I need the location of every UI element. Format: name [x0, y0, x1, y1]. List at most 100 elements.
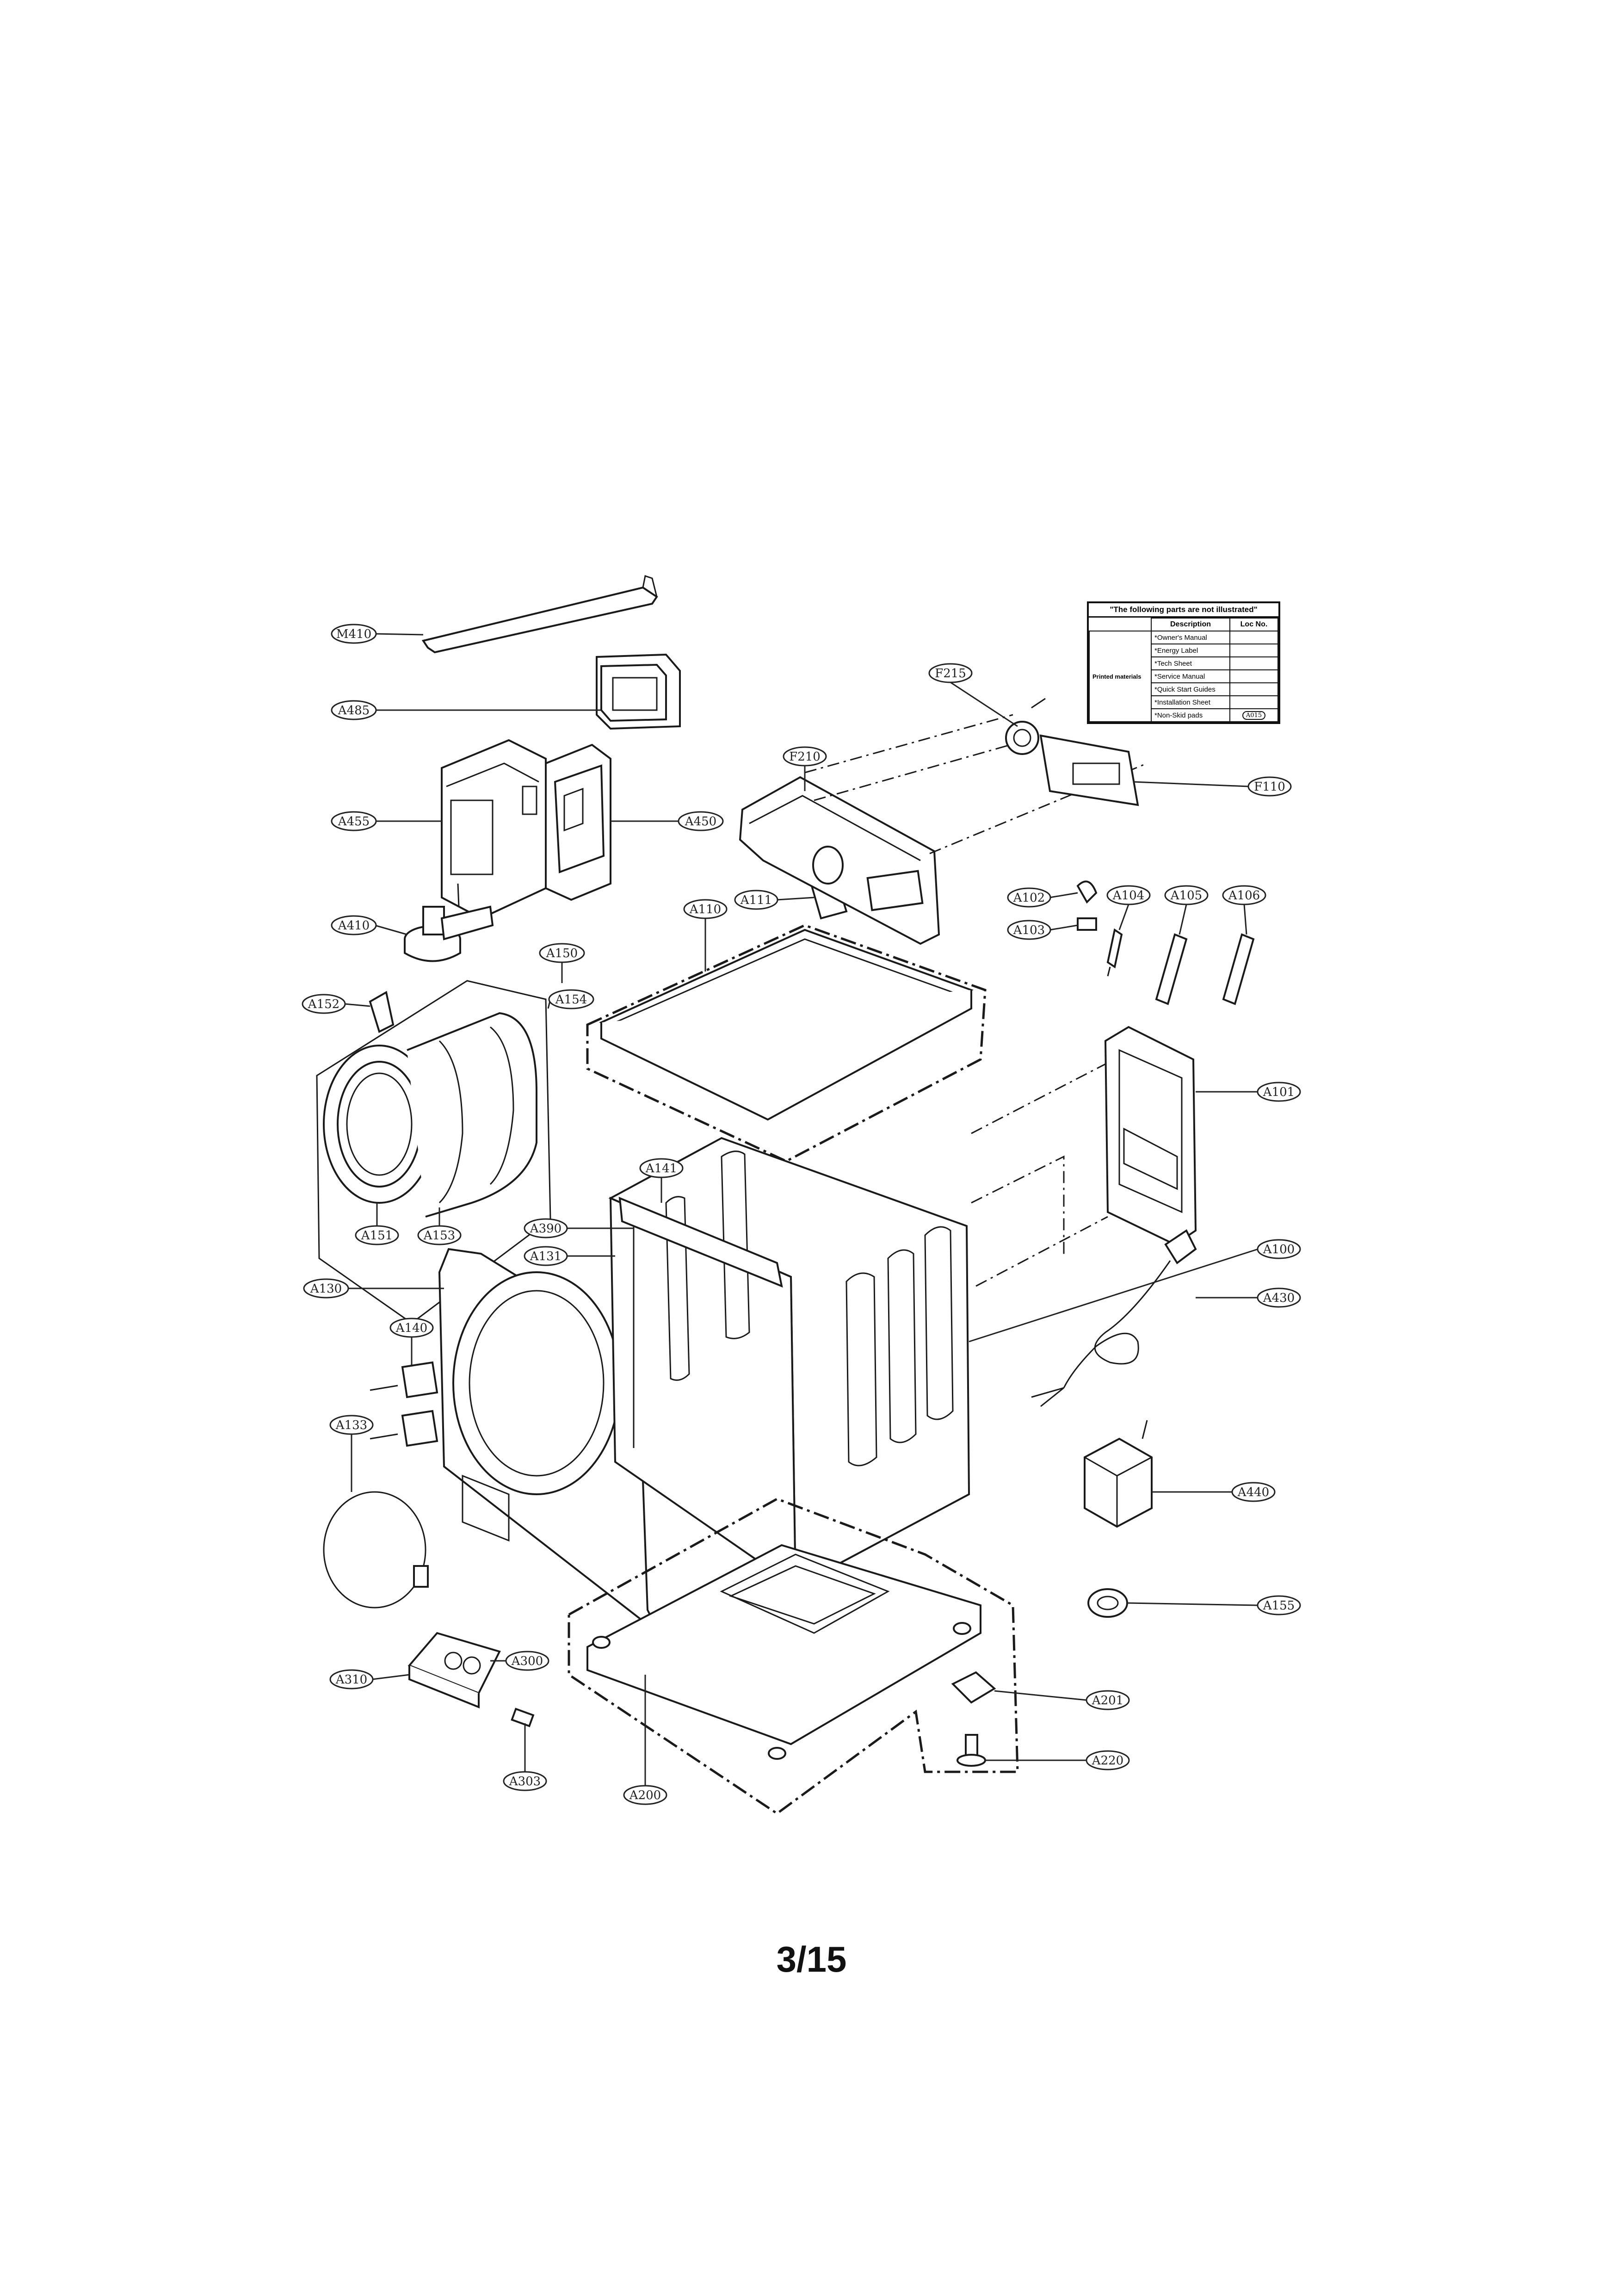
- svg-text:A303: A303: [509, 1775, 541, 1789]
- leader-lines: [344, 633, 1259, 1786]
- svg-text:A201: A201: [1092, 1694, 1123, 1708]
- svg-text:A106: A106: [1228, 889, 1260, 903]
- svg-text:A151: A151: [361, 1229, 393, 1243]
- callout-f110: F110: [1247, 776, 1292, 797]
- callout-f210: F210: [783, 746, 827, 767]
- callout-a151: A151: [355, 1225, 399, 1245]
- a130-front-panel: [438, 1248, 654, 1620]
- svg-text:A131: A131: [530, 1250, 562, 1263]
- legend-group-header: [1089, 618, 1152, 631]
- callout-a485: A485: [331, 700, 377, 720]
- svg-text:A390: A390: [530, 1222, 562, 1236]
- callout-a111: A111: [734, 890, 778, 910]
- a150-tub-assembly: [316, 980, 551, 1324]
- callout-a450: A450: [678, 811, 724, 831]
- a200-base: [568, 1498, 1019, 1815]
- callout-a303: A303: [503, 1771, 547, 1791]
- svg-text:A150: A150: [546, 947, 578, 960]
- svg-text:A152: A152: [308, 997, 339, 1011]
- page-number: 3/15: [776, 1939, 847, 1980]
- svg-text:A485: A485: [338, 704, 370, 718]
- not-illustrated-parts-legend: "The following parts are not illustrated…: [1087, 601, 1280, 724]
- svg-text:A410: A410: [338, 919, 370, 933]
- a485-module: [596, 653, 681, 730]
- legend-description: *Non-Skid pads: [1151, 708, 1230, 722]
- callout-a141: A141: [639, 1158, 684, 1178]
- callout-a100: A100: [1257, 1239, 1301, 1259]
- legend-loc: [1229, 656, 1278, 670]
- svg-text:A300: A300: [511, 1654, 543, 1668]
- callout-a104: A104: [1106, 885, 1151, 905]
- svg-text:A220: A220: [1092, 1754, 1123, 1768]
- callout-a106: A106: [1222, 885, 1266, 905]
- legend-description: *Owner's Manual: [1151, 631, 1230, 644]
- legend-group-label: Printed materials: [1089, 631, 1152, 722]
- legend-description: *Service Manual: [1151, 669, 1230, 683]
- a152-clip: [369, 990, 395, 1033]
- legend-title: "The following parts are not illustrated…: [1089, 603, 1278, 618]
- legend-loc: [1229, 682, 1278, 696]
- callout-a155: A155: [1257, 1595, 1301, 1615]
- legend-loc: [1229, 695, 1278, 709]
- svg-text:A155: A155: [1263, 1599, 1295, 1613]
- svg-text:F110: F110: [1254, 780, 1285, 794]
- svg-text:M410: M410: [336, 627, 371, 641]
- a303-screw: [511, 1708, 535, 1727]
- svg-text:A133: A133: [335, 1418, 367, 1432]
- svg-text:A101: A101: [1263, 1085, 1295, 1099]
- legend-header-row: Description Loc No.: [1089, 618, 1278, 631]
- callout-a102: A102: [1007, 887, 1051, 908]
- legend-row: *Quick Start Guides: [1089, 682, 1278, 696]
- callout-a310: A310: [329, 1669, 374, 1690]
- legend-loc: A015: [1242, 711, 1266, 720]
- a140-hinges: [370, 1361, 438, 1447]
- svg-text:A100: A100: [1263, 1243, 1295, 1256]
- svg-text:A154: A154: [555, 993, 587, 1007]
- svg-text:A455: A455: [338, 815, 370, 829]
- callout-a101: A101: [1257, 1082, 1301, 1102]
- legend-col-description: Description: [1151, 618, 1230, 631]
- callout-m410: M410: [331, 624, 377, 644]
- callout-a440: A440: [1231, 1482, 1276, 1502]
- callout-a110: A110: [683, 899, 728, 919]
- callout-a201: A201: [1086, 1690, 1130, 1710]
- callout-a131: A131: [524, 1246, 568, 1266]
- callout-a300: A300: [505, 1651, 549, 1671]
- callout-a455: A455: [331, 811, 377, 831]
- f110-pcb: [1039, 734, 1139, 806]
- callout-a103: A103: [1007, 920, 1051, 940]
- a430-power-cord: [1031, 1229, 1197, 1407]
- legend-row: *Installation Sheet: [1089, 695, 1278, 709]
- svg-text:A200: A200: [629, 1789, 661, 1802]
- a455-a450-control-boards: [441, 739, 611, 920]
- a101-back-panel: [971, 1026, 1197, 1287]
- callout-a105: A105: [1164, 885, 1209, 905]
- callout-a390: A390: [524, 1218, 568, 1238]
- callout-a430: A430: [1257, 1287, 1301, 1308]
- callout-a150: A150: [539, 943, 585, 963]
- legend-description: *Installation Sheet: [1151, 695, 1230, 709]
- legend-description: *Quick Start Guides: [1151, 682, 1230, 696]
- a310-dispenser: [407, 1632, 501, 1708]
- legend-row: *Service Manual: [1089, 669, 1278, 683]
- svg-text:A105: A105: [1170, 889, 1202, 903]
- a410-motor: [404, 883, 494, 962]
- svg-text:A103: A103: [1013, 923, 1045, 937]
- callout-a220: A220: [1086, 1750, 1130, 1770]
- svg-text:A130: A130: [310, 1282, 342, 1296]
- callout-a152: A152: [302, 994, 346, 1014]
- legend-loc: [1229, 669, 1278, 683]
- callout-f215: F215: [928, 663, 973, 683]
- svg-text:A153: A153: [423, 1229, 455, 1243]
- a201-a220-leveling-foot: [951, 1671, 996, 1767]
- svg-text:A430: A430: [1263, 1291, 1295, 1305]
- svg-text:A440: A440: [1237, 1485, 1269, 1499]
- svg-text:A310: A310: [335, 1673, 367, 1687]
- svg-text:A141: A141: [645, 1162, 677, 1176]
- a110-top-plate: [586, 924, 987, 1163]
- a133-door-ring: [323, 1491, 429, 1609]
- callout-a410: A410: [331, 915, 377, 935]
- callout-a154: A154: [548, 989, 594, 1009]
- legend-loc: [1229, 644, 1278, 657]
